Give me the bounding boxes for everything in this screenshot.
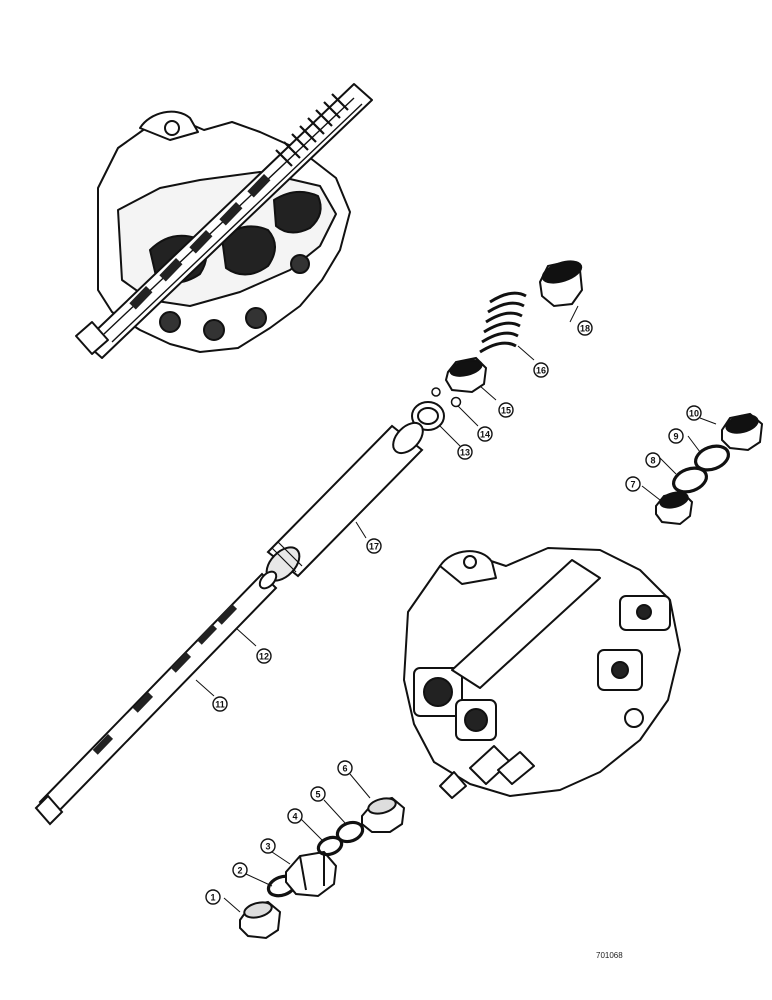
part-8-ring bbox=[671, 466, 709, 494]
callout-15: 15 bbox=[498, 402, 514, 418]
part-6-fitting bbox=[361, 796, 406, 833]
callout-1-label: 1 bbox=[210, 893, 215, 903]
callout-10-label: 10 bbox=[689, 409, 699, 419]
callout-15-label: 15 bbox=[501, 406, 511, 416]
part-1-plug bbox=[239, 900, 282, 940]
part-14-balls bbox=[431, 387, 462, 408]
callout-16: 16 bbox=[533, 362, 549, 378]
callout-18-label: 18 bbox=[580, 324, 590, 334]
part-17-sleeve bbox=[265, 421, 424, 582]
callout-3-label: 3 bbox=[265, 842, 270, 852]
callout-2-label: 2 bbox=[237, 866, 242, 876]
valve-cutaway-assembly bbox=[75, 83, 373, 359]
callout-8: 8 bbox=[645, 452, 661, 468]
callout-1: 1 bbox=[205, 889, 221, 905]
callout-4-label: 4 bbox=[292, 812, 297, 822]
callout-9: 9 bbox=[668, 428, 684, 444]
callout-9-label: 9 bbox=[673, 432, 678, 442]
valve-assembled-body bbox=[403, 547, 681, 799]
figure-code: 701068 bbox=[596, 951, 623, 960]
callout-13-label: 13 bbox=[460, 448, 470, 458]
part-10-plug bbox=[721, 412, 764, 452]
part-3-hex-fitting bbox=[285, 850, 338, 898]
callout-12: 12 bbox=[256, 648, 272, 664]
callout-7: 7 bbox=[625, 476, 641, 492]
callout-14: 14 bbox=[477, 426, 493, 442]
callout-13: 13 bbox=[457, 444, 473, 460]
callout-10: 10 bbox=[686, 405, 702, 421]
callout-11: 11 bbox=[212, 696, 228, 712]
callout-12-label: 12 bbox=[259, 652, 269, 662]
part-16-spring bbox=[479, 291, 527, 354]
callout-11-label: 11 bbox=[215, 700, 225, 710]
part-9-ring bbox=[693, 444, 731, 472]
callout-6-label: 6 bbox=[342, 764, 347, 774]
callout-2: 2 bbox=[232, 862, 248, 878]
callout-18: 18 bbox=[577, 320, 593, 336]
part-5-ring bbox=[335, 820, 365, 844]
leader-lines bbox=[195, 305, 717, 913]
callout-5-label: 5 bbox=[315, 790, 320, 800]
callout-8-label: 8 bbox=[650, 456, 655, 466]
part-11-12-spool bbox=[34, 570, 278, 826]
callout-5: 5 bbox=[310, 786, 326, 802]
callout-7-label: 7 bbox=[630, 480, 635, 490]
callout-17-label: 17 bbox=[369, 542, 379, 552]
part-15-washer bbox=[444, 356, 488, 394]
callout-4: 4 bbox=[287, 808, 303, 824]
callout-14-label: 14 bbox=[480, 430, 490, 440]
part-13-ring bbox=[411, 401, 445, 431]
part-7-fitting bbox=[655, 490, 694, 526]
part-18-plug bbox=[538, 260, 584, 308]
callout-3: 3 bbox=[260, 838, 276, 854]
callout-17: 17 bbox=[366, 538, 382, 554]
callout-6: 6 bbox=[337, 760, 353, 776]
callout-16-label: 16 bbox=[536, 366, 546, 376]
